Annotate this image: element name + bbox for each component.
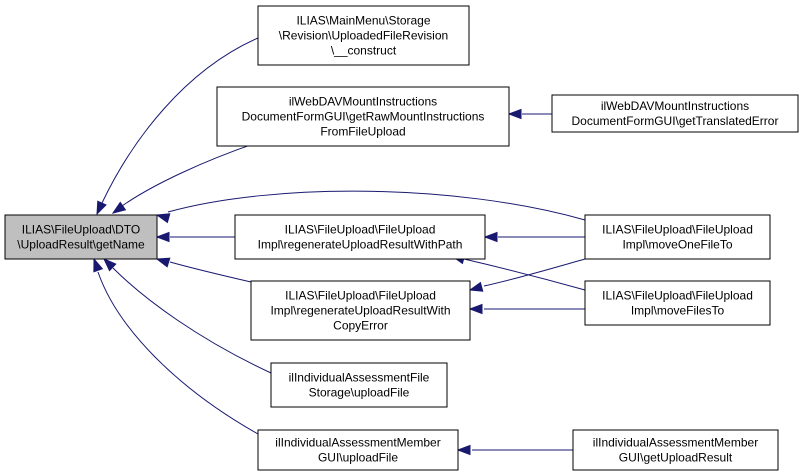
node-box [4,214,158,260]
node-label-line: ilWebDAVMountInstructions [601,99,749,113]
edge-line [97,271,259,435]
node-label-line: GUI\getUploadResult [619,451,733,465]
node-label-line: ILIAS\FileUpload\FileUpload [285,289,436,303]
edge-n6-n4 [483,231,585,243]
graph-node[interactable]: ilWebDAVMountInstructionsDocumentFormGUI… [216,86,510,147]
arrowhead-icon [483,231,498,243]
edge-n8-n0 [102,258,272,374]
edge-n6-n5 [468,258,586,292]
edge-n7-n5 [468,303,585,315]
node-label-line: ilIndividualAssessmentMember [593,436,758,450]
edge-line [101,37,259,204]
node-label-line: ilIndividualAssessmentMember [275,436,440,450]
node-label-line: ILIAS\MainMenu\Storage [296,14,430,28]
node-box [270,362,448,408]
edge-n4-n0 [155,231,235,243]
edge-n1-n0 [96,37,259,216]
arrowhead-icon [102,258,117,272]
node-box [572,429,779,471]
edge-line [167,190,586,221]
graph-node[interactable]: ilIndividualAssessmentMemberGUI\getUploa… [572,429,779,471]
graph-node[interactable]: ILIAS\FileUpload\FileUploadImpl\regenera… [234,214,486,260]
arrowhead-icon [155,231,170,243]
node-label-line: Impl\moveFilesTo [631,304,725,318]
edge-n6-n0 [155,190,586,224]
focus-node: ILIAS\FileUpload\DTO\UploadResult\getNam… [4,214,158,260]
node-label-line: DocumentFormGUI\getTranslatedError [572,114,779,128]
graph-node[interactable]: ILIAS\FileUpload\FileUploadImpl\moveFile… [584,280,771,326]
edge-line [121,140,263,207]
graph-node[interactable]: ilIndividualAssessmentMemberGUI\uploadFi… [257,429,459,471]
node-box [234,214,486,260]
arrowhead-icon [93,257,104,273]
node-box [551,94,799,133]
node-label-line: ilIndividualAssessmentFile [289,371,430,385]
node-label-line: ILIAS\FileUpload\FileUpload [602,223,753,237]
edge-n5-n0 [155,257,252,283]
arrowhead-icon [468,303,483,315]
arrowhead-icon [155,257,171,268]
graph-node[interactable]: ILIAS\MainMenu\Storage\Revision\Uploaded… [257,5,470,66]
arrowhead-icon [96,200,107,216]
edge-line [483,258,586,287]
node-box [584,214,771,260]
node-label-line: Impl\regenerateUploadResultWithPath [258,238,463,252]
node-label-line: ILIAS\FileUpload\FileUpload [602,289,753,303]
graph-node[interactable]: ILIAS\FileUpload\FileUploadImpl\regenera… [250,280,471,341]
arrowhead-icon [507,108,522,120]
arrowhead-icon [456,444,471,456]
node-label-line: ilWebDAVMountInstructions [289,95,437,109]
arrowhead-icon [111,201,127,214]
node-label-line: GUI\uploadFile [318,451,398,465]
edge-n2-n0 [111,140,263,214]
edge-line [463,258,586,291]
node-label-line: Impl\moveOneFileTo [622,238,732,252]
node-box [584,280,771,326]
node-label-line: \__construct [331,44,397,58]
edge-n10-n9 [456,444,574,456]
edges-layer [93,37,586,456]
node-box [257,429,459,471]
node-label-line: DocumentFormGUI\getRawMountInstructions [242,110,485,124]
edge-n9-n0 [93,257,259,435]
node-box [257,5,470,66]
graph-node[interactable]: ilWebDAVMountInstructionsDocumentFormGUI… [551,94,799,133]
arrowhead-icon [468,281,484,292]
node-label-line: \Revision\UploadedFileRevision [279,29,448,43]
nodes-layer: ILIAS\FileUpload\DTO\UploadResult\getNam… [4,5,799,471]
node-label-line: ILIAS\FileUpload\DTO [22,223,141,237]
graph-node[interactable]: ilIndividualAssessmentFileStorage\upload… [270,362,448,408]
edge-line [112,267,272,374]
node-label-line: Impl\regenerateUploadResultWith [270,304,450,318]
edge-n3-n2 [507,108,552,120]
node-label-line: FromFileUpload [320,125,405,139]
node-box [250,280,471,341]
edge-line [169,261,252,283]
node-label-line: Storage\uploadFile [309,386,410,400]
node-label-line: \UploadResult\getName [17,238,145,252]
graph-node[interactable]: ILIAS\FileUpload\FileUploadImpl\moveOneF… [584,214,771,260]
node-label-line: CopyError [333,319,388,333]
arrowhead-icon [155,213,171,224]
node-box [216,86,510,147]
node-label-line: ILIAS\FileUpload\FileUpload [285,223,436,237]
